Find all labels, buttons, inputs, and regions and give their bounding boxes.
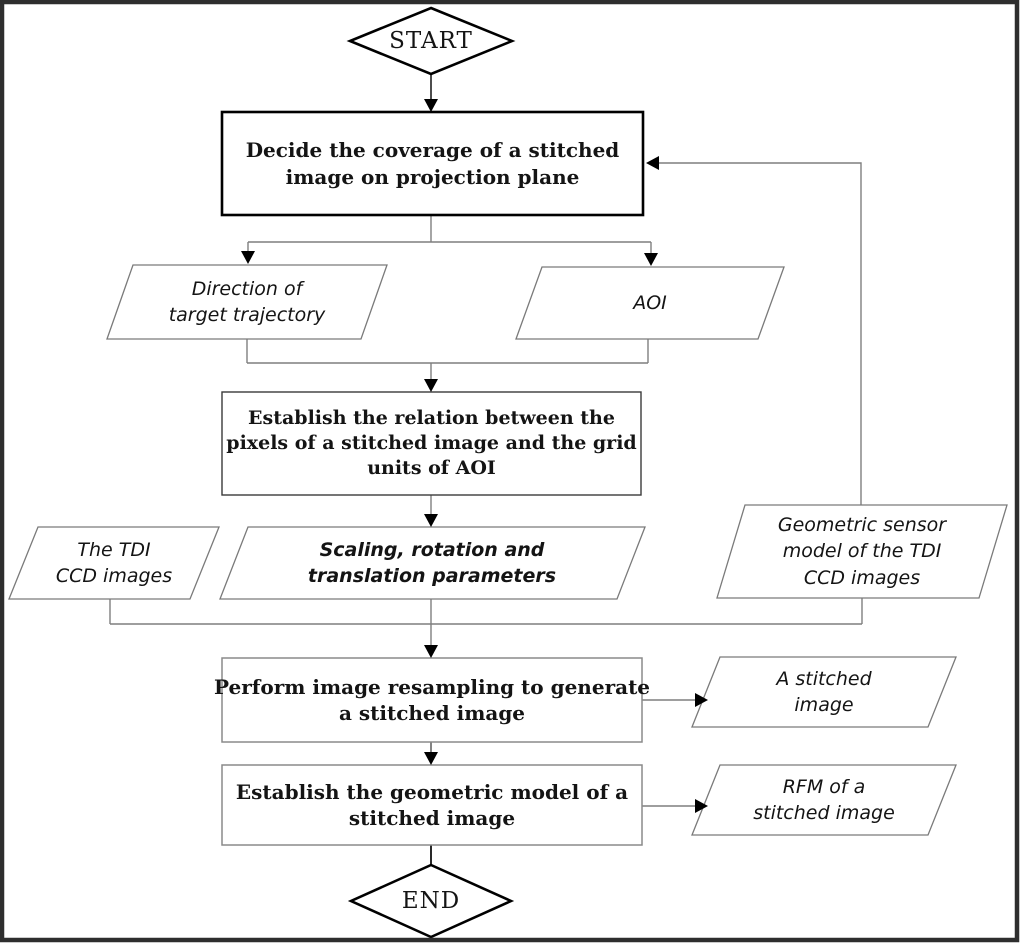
arrowhead-into-relation	[424, 379, 438, 392]
connector-decide-split	[247, 215, 652, 254]
arrowhead-into-aoi	[644, 253, 658, 266]
connector-bus-to-resampling	[109, 598, 863, 646]
rfm-parallelogram-shape	[691, 764, 957, 836]
tdi-parallelogram-shape	[8, 526, 220, 600]
arrowhead-into-stitched	[695, 693, 708, 707]
arrowhead-into-decide	[424, 99, 438, 112]
scaling-parallelogram-shape	[219, 526, 646, 600]
stitched-image-parallelogram-shape	[691, 656, 957, 728]
arrowhead-into-resampling	[424, 645, 438, 658]
arrowhead-into-rfm	[695, 799, 708, 813]
sensor-model-parallelogram-shape	[716, 504, 1008, 599]
end-diamond-shape	[347, 863, 515, 939]
arrowhead-into-geometric-model	[424, 752, 438, 765]
start-diamond-shape	[346, 6, 516, 76]
arrowhead-feedback-into-decide	[646, 156, 659, 170]
arrowhead-into-scaling	[424, 514, 438, 527]
arrowhead-into-direction	[241, 251, 255, 264]
relation-box-shape	[221, 391, 642, 496]
resampling-box-shape	[221, 657, 643, 743]
geometric-model-box-shape	[221, 764, 643, 846]
aoi-parallelogram-shape	[515, 266, 785, 340]
connector-feedback-sensor-to-decide	[659, 162, 862, 505]
decide-box-shape	[220, 110, 645, 217]
direction-parallelogram-shape	[106, 264, 388, 340]
connector-inputs-join-to-relation	[246, 339, 649, 380]
